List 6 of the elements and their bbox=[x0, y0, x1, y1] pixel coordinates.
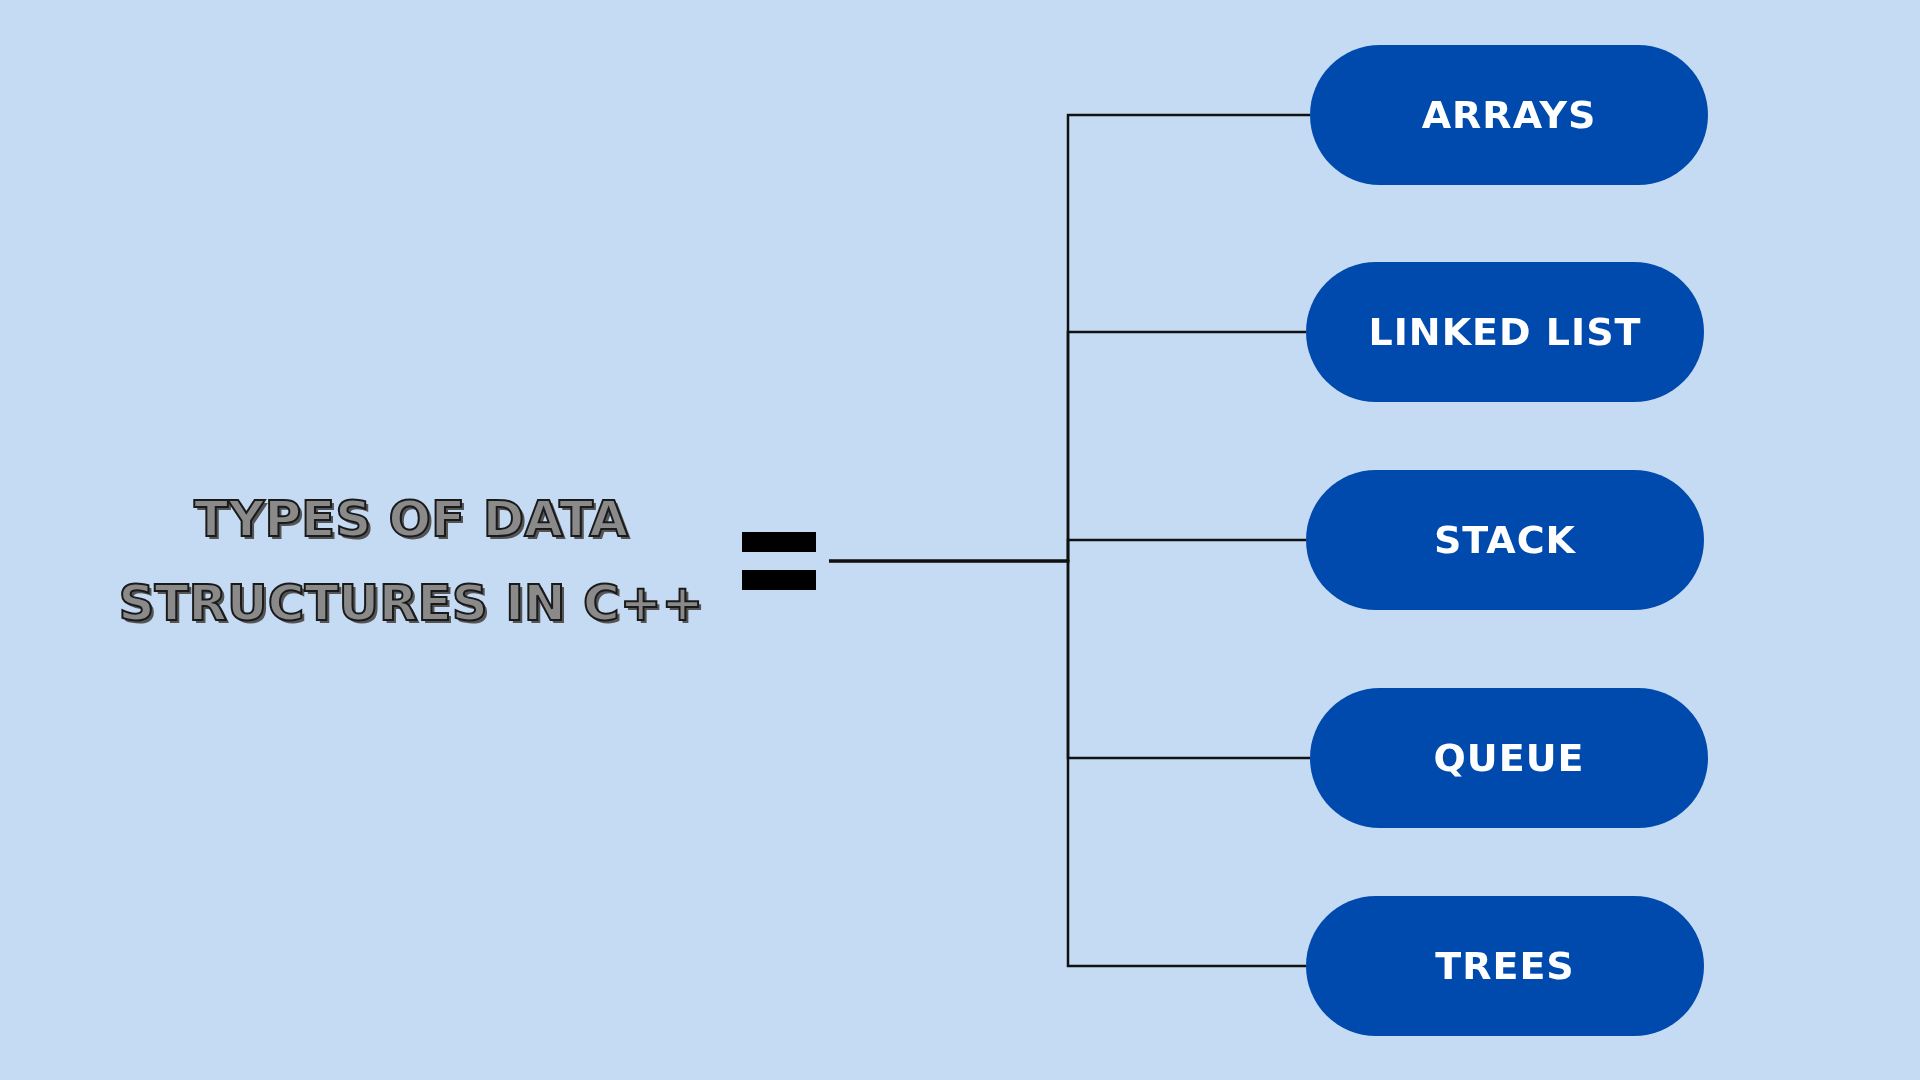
pill-label: ARRAYS bbox=[1421, 93, 1597, 137]
pill-label: TREES bbox=[1435, 944, 1575, 988]
pill-label: STACK bbox=[1433, 518, 1577, 562]
title-text: TYPES OF DATA STRUCTURES IN C++ bbox=[117, 489, 705, 634]
pill-label: LINKED LIST bbox=[1368, 310, 1642, 354]
pill-label: QUEUE bbox=[1433, 736, 1585, 780]
